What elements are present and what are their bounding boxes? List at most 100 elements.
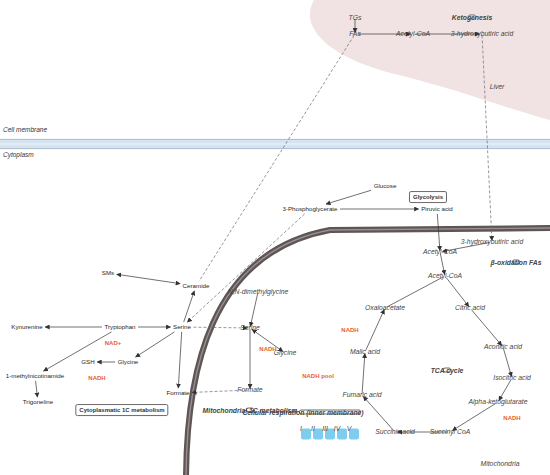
process-box: TCA cycle — [443, 368, 451, 373]
outer-membrane — [186, 228, 550, 475]
node-text: Glycine — [118, 359, 139, 366]
transport-arrow — [199, 36, 354, 282]
metabolite-label: Glucose — [373, 183, 398, 190]
node-text: Malic acid — [350, 348, 380, 355]
node-text: Trigoneline — [23, 399, 53, 406]
complex-box: III — [325, 429, 335, 440]
transport-arrow — [187, 214, 304, 322]
node-text: Succinic acid — [375, 428, 415, 435]
node-text: Piruvic acid — [421, 206, 453, 213]
node-text: SMs — [102, 270, 114, 277]
node-text: Formate — [166, 390, 189, 397]
node-text: Cell membrane — [3, 126, 47, 133]
node-text: Serine — [240, 324, 260, 331]
region-label: Cytoplasm — [3, 151, 34, 158]
membrane-core — [0, 143, 550, 144]
metabolite-label: SMs — [101, 270, 115, 277]
complex-box: IV — [337, 429, 347, 440]
reaction-arrow — [440, 254, 444, 275]
process-box: Ketogenesis — [468, 15, 476, 20]
node-text: TGs — [349, 14, 362, 21]
reaction-arrow — [452, 404, 495, 431]
node-text: Citric acid — [455, 304, 485, 311]
reaction-arrow — [250, 294, 257, 327]
node-text: GSH — [81, 359, 94, 366]
transport-arrow — [192, 390, 247, 392]
metabolite-label: Ceramide — [182, 283, 211, 290]
node-text: 3-hydroxybutiric acid — [451, 30, 513, 37]
reaction-arrow — [117, 274, 180, 283]
node-text: β-oxidation FAs — [490, 258, 541, 266]
node-text: FAs — [349, 30, 361, 37]
metabolite-label: Kynurenine — [10, 324, 43, 331]
cofactor-label: NADH — [341, 327, 358, 334]
complex-box: II — [313, 429, 323, 440]
transport-arrow — [193, 327, 247, 329]
node-text: Oxaloacetate — [365, 304, 405, 311]
inner-membrane — [186, 228, 550, 475]
metabolite-label: Formate — [165, 390, 190, 397]
reaction-arrow — [416, 34, 480, 35]
reaction-arrow — [358, 34, 411, 35]
node-text: Acetyl-CoA — [396, 30, 430, 37]
reaction-arrow — [503, 349, 511, 377]
reaction-arrow — [138, 327, 171, 328]
transport-arrow — [482, 36, 492, 241]
cofactor-label: NADH pool — [302, 373, 334, 380]
membrane-shape — [0, 139, 550, 149]
reaction-arrow — [178, 332, 181, 388]
node-text: Formate — [237, 386, 262, 393]
reaction-arrow — [326, 190, 371, 204]
edge-group — [36, 20, 512, 433]
reaction-arrow — [340, 209, 419, 210]
reaction-arrow — [366, 310, 385, 351]
reaction-arrow — [437, 214, 440, 251]
membrane-edge — [0, 148, 550, 149]
node-text: Isocitric acid — [493, 374, 530, 381]
cofactor-label: NAD+ — [105, 340, 122, 347]
node-text: Serine — [173, 324, 191, 331]
reaction-arrow — [136, 332, 175, 357]
reaction-arrow — [184, 291, 195, 322]
node-text: Glucose — [374, 183, 397, 190]
process-box: Glycolysis — [409, 191, 447, 203]
reaction-arrow — [250, 330, 251, 389]
node-text: II — [311, 423, 315, 434]
node-text: Glycine — [274, 349, 297, 356]
metabolite-label: 1-methylnicotinamide — [5, 373, 65, 380]
liver-shape — [300, 0, 550, 120]
node-text: IV — [334, 423, 340, 434]
reaction-arrow — [45, 327, 102, 328]
metabolite-label: Trigoneline — [22, 399, 54, 406]
node-text: Alpha-ketoglutarate — [469, 398, 528, 405]
node-text: Acetyl-CoA — [428, 272, 462, 279]
node-text: Succinyl CoA — [430, 428, 470, 435]
process-box: β-oxidation FAs — [512, 260, 520, 265]
membrane-edge — [0, 139, 550, 140]
node-text: Glycolysis — [413, 194, 443, 201]
node-text: Aconitic acid — [484, 343, 522, 350]
metabolite-label: Serine — [172, 324, 192, 331]
cofactor-label: NADH — [88, 375, 105, 382]
node-text: 1-methylnicotinamide — [6, 373, 64, 380]
node-text: Ceramide — [183, 283, 210, 290]
reaction-arrow — [388, 277, 443, 306]
node-text: Acetyl-CoA — [423, 248, 457, 255]
cell-membrane: Cell membrane — [0, 139, 550, 149]
metabolite-label: GSH — [80, 359, 95, 366]
node-text: Mitochondria — [481, 460, 520, 467]
complex-box: V — [349, 429, 359, 440]
node-text: Liver — [490, 83, 505, 90]
metabolite-label: Glycine — [117, 359, 140, 366]
metabolite-label: Tryptophan — [103, 324, 136, 331]
liver-outline — [310, 0, 550, 120]
node-text: 3-Phosphoglycerate — [282, 206, 337, 213]
node-text: Fumaric acid — [343, 391, 382, 398]
reaction-arrow — [36, 381, 38, 397]
metabolite-label: Piruvic acid — [420, 206, 454, 213]
node-text: 3-hydroxybutiric acid — [461, 238, 523, 245]
node-text: Cytoplasmatic 1C metabolism — [79, 407, 164, 414]
liver-organ: Liver TGs KetogenesisFAs Acetyl-CoA 3-hydrox… — [300, 0, 550, 120]
reaction-arrow — [499, 380, 511, 401]
